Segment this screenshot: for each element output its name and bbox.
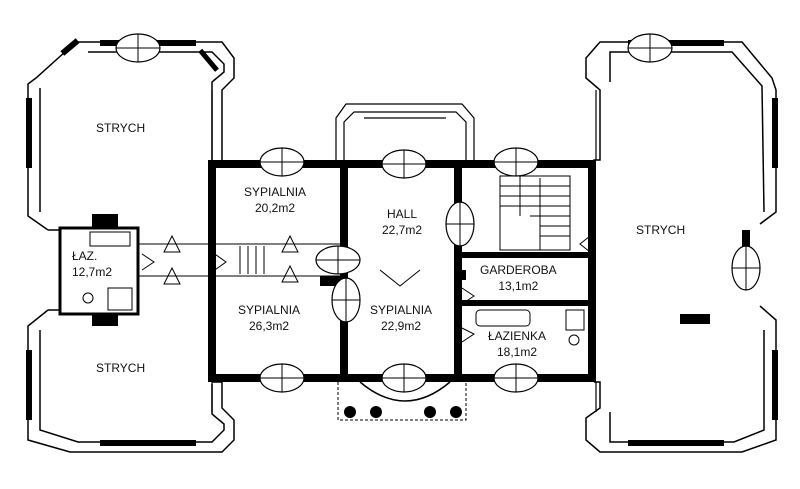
room-lazienka: ŁAZIENKA 18,1m2 — [488, 328, 546, 360]
room-laz-small: ŁAZ. 12,7m2 — [72, 248, 112, 280]
room-area: 12,7m2 — [72, 265, 113, 279]
room-area: 18,1m2 — [497, 345, 538, 359]
balcony — [337, 381, 467, 421]
lazienka-fixtures — [475, 309, 585, 346]
right-attic-window-bars — [628, 40, 778, 446]
room-hall: HALL 22,7m2 — [382, 206, 422, 238]
wing-connectors — [211, 90, 597, 412]
room-garderoba: GARDEROBA 13,1m2 — [480, 262, 557, 294]
room-name: SYPIALNIA — [370, 303, 433, 317]
room-sypialnia-nw: SYPIALNIA 20,2m2 — [244, 184, 306, 216]
small-bathroom — [58, 214, 140, 326]
room-name: STRYCH — [96, 361, 146, 375]
room-name: ŁAZIENKA — [488, 329, 547, 343]
room-name: HALL — [387, 207, 418, 221]
room-sypialnia-sw: SYPIALNIA 26,3m2 — [238, 302, 300, 334]
room-area: 22,9m2 — [381, 319, 422, 333]
door-swings — [141, 234, 591, 343]
room-name: SYPIALNIA — [244, 185, 307, 199]
room-name: STRYCH — [96, 121, 146, 135]
top-bay — [335, 103, 475, 160]
room-name: SYPIALNIA — [238, 303, 301, 317]
room-area: 26,3m2 — [249, 319, 290, 333]
room-strych-sw: STRYCH — [96, 360, 145, 376]
room-area: 20,2m2 — [255, 201, 296, 215]
room-area: 13,1m2 — [498, 279, 539, 293]
room-name: ŁAZ. — [72, 249, 98, 263]
room-sypialnia-s: SYPIALNIA 22,9m2 — [370, 302, 432, 334]
room-area: 22,7m2 — [382, 223, 423, 237]
staircase — [499, 175, 571, 251]
corridor — [136, 243, 340, 277]
room-strych-nw: STRYCH — [96, 120, 145, 136]
room-name: STRYCH — [636, 223, 686, 237]
room-name: GARDEROBA — [480, 263, 557, 277]
room-strych-e: STRYCH — [636, 222, 685, 238]
